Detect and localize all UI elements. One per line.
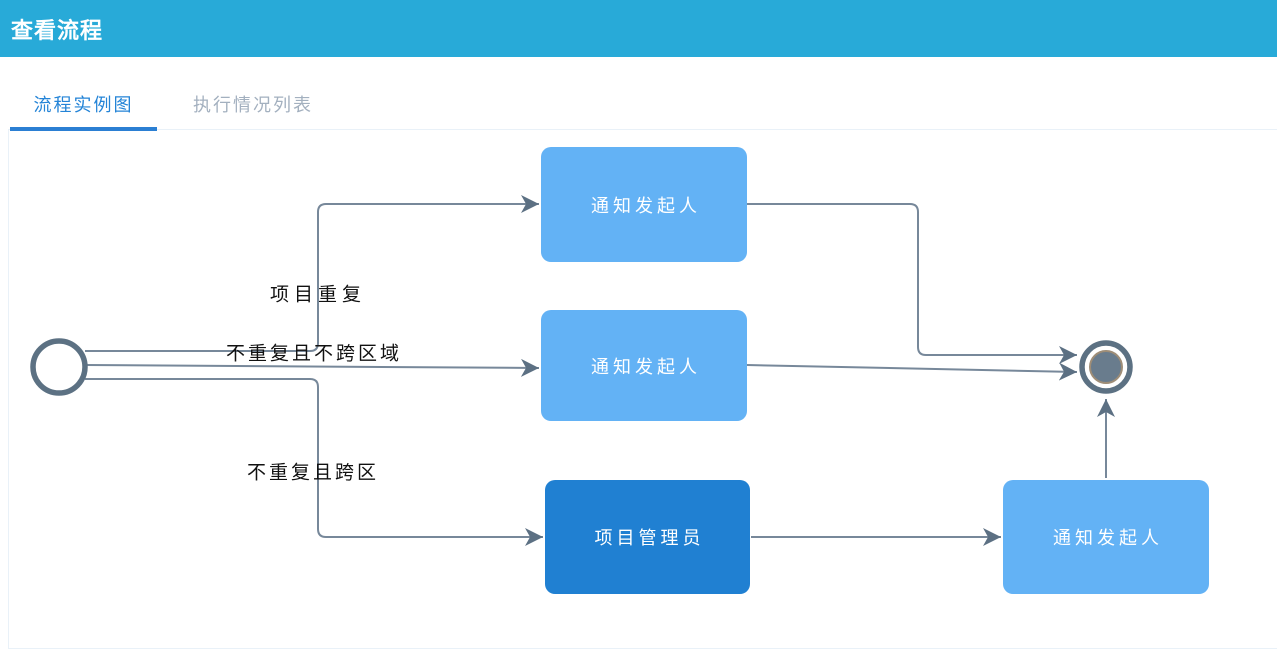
- edge-label-not-duplicate-cross-region: 不重复且跨区: [246, 462, 380, 484]
- tab-execution-status-list[interactable]: 执行情况列表: [193, 95, 313, 115]
- edge-label-not-duplicate-not-cross-region: 不重复且不跨区域: [225, 343, 403, 365]
- task-node-notify-initiator-bottom: 通知发起人: [1003, 480, 1209, 594]
- task-node-project-admin: 项目管理员: [545, 480, 750, 594]
- dialog-titlebar: 查看流程: [0, 0, 1277, 57]
- tab-bar: 流程实例图 执行情况列表: [0, 57, 1277, 131]
- task-node-notify-initiator-middle: 通知发起人: [541, 310, 747, 421]
- page-title: 查看流程: [11, 17, 104, 43]
- edge-label-project-duplicate: 项目重复: [269, 284, 367, 306]
- tab-process-instance-diagram[interactable]: 流程实例图: [10, 79, 157, 131]
- task-node-notify-initiator-top: 通知发起人: [541, 147, 747, 262]
